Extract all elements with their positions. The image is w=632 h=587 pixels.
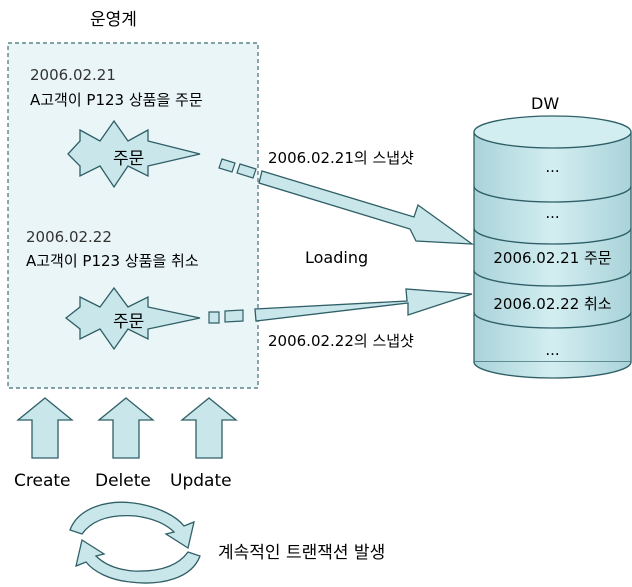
loading-label: Loading	[305, 248, 369, 267]
dw-cylinder-bottom	[473, 361, 632, 379]
snapshot2-label: 2006.02.22의 스냅샷	[268, 332, 414, 350]
dw-title: DW	[531, 94, 560, 113]
dw-row-2: ...	[545, 204, 560, 222]
arrow1-dash-b	[236, 163, 257, 179]
cycle-arrow-bottom	[75, 538, 201, 584]
cycle-arrow-top	[69, 501, 195, 550]
dw-divider-3	[473, 269, 632, 287]
continuous-transactions-label: 계속적인 트랜잭션 발생	[218, 543, 386, 563]
event2-description: A고객이 P123 상품을 취소	[26, 252, 199, 270]
order-star-badge-2	[64, 286, 201, 351]
dw-divider-4	[473, 311, 632, 329]
update-label: Update	[170, 471, 232, 491]
snapshot1-label: 2006.02.21의 스냅샷	[268, 149, 414, 167]
arrow1-dash-a	[218, 158, 236, 173]
arrow2-dash-b	[224, 309, 244, 323]
dw-row-4: 2006.02.22 취소	[493, 295, 612, 313]
event2-badge-label: 주문	[113, 312, 145, 332]
delete-up-arrow	[97, 397, 155, 459]
snapshot-arrow-1	[258, 170, 475, 245]
event1-date: 2006.02.21	[30, 66, 116, 84]
dw-divider-2	[473, 227, 632, 245]
arrow2-dash-a	[208, 311, 220, 324]
update-up-arrow	[180, 397, 238, 459]
delete-label: Delete	[95, 471, 151, 491]
create-up-arrow	[16, 397, 74, 459]
dw-row-5: ...	[545, 341, 560, 359]
create-label: Create	[14, 471, 71, 491]
dw-row-1: ...	[545, 158, 560, 176]
snapshot-arrow-2	[254, 288, 473, 322]
dw-divider-1	[473, 185, 632, 203]
dw-cylinder-top	[473, 115, 632, 149]
event2-date: 2006.02.22	[26, 228, 112, 246]
event1-description: A고객이 P123 상품을 주문	[30, 91, 203, 109]
dw-row-3: 2006.02.21 주문	[493, 249, 612, 267]
ops-system-title: 운영계	[90, 10, 137, 30]
event1-badge-label: 주문	[113, 149, 145, 169]
order-star-badge-1	[67, 119, 201, 189]
